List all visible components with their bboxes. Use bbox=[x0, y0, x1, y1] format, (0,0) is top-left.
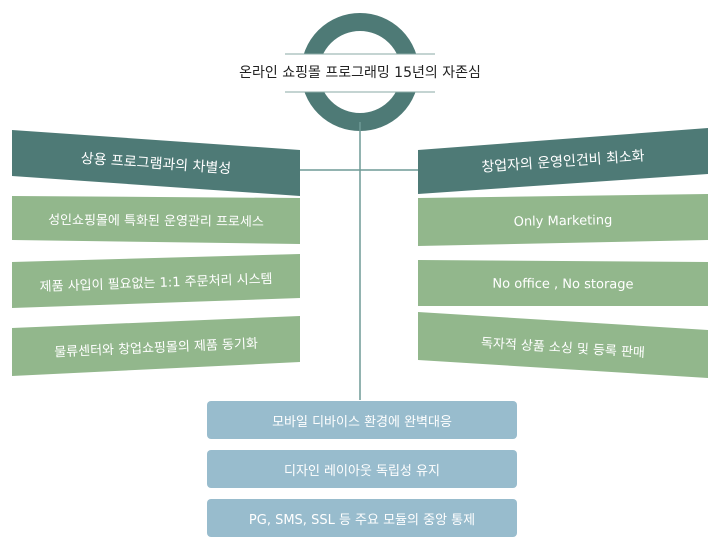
right-item-box bbox=[418, 312, 708, 378]
bottom-item-label: 디자인 레이아웃 독립성 유지 bbox=[284, 463, 440, 479]
right-item-label: Only Marketing bbox=[513, 212, 613, 230]
bottom-item-label: PG, SMS, SSL 등 주요 모듈의 중앙 통제 bbox=[248, 512, 476, 528]
bottom-item-label: 모바일 디바이스 환경에 완벽대응 bbox=[272, 414, 452, 430]
right-item-label: No office , No storage bbox=[492, 276, 634, 292]
bottom-item-box bbox=[207, 499, 517, 537]
diagram-title: 온라인 쇼핑몰 프로그래밍 15년의 자존심 bbox=[239, 65, 481, 81]
left-item-box bbox=[12, 196, 300, 244]
right-header-box bbox=[418, 128, 708, 194]
left-item-box bbox=[12, 254, 300, 308]
right-item-box bbox=[418, 194, 708, 246]
left-item-label: 성인쇼핑몰에 특화된 운영관리 프로세스 bbox=[48, 212, 264, 230]
left-item-box bbox=[12, 316, 300, 376]
bottom-item-box bbox=[207, 401, 517, 439]
left-header-box bbox=[12, 130, 300, 196]
right-item-box bbox=[418, 260, 708, 306]
bottom-item-box bbox=[207, 450, 517, 488]
title-band bbox=[195, 54, 525, 92]
